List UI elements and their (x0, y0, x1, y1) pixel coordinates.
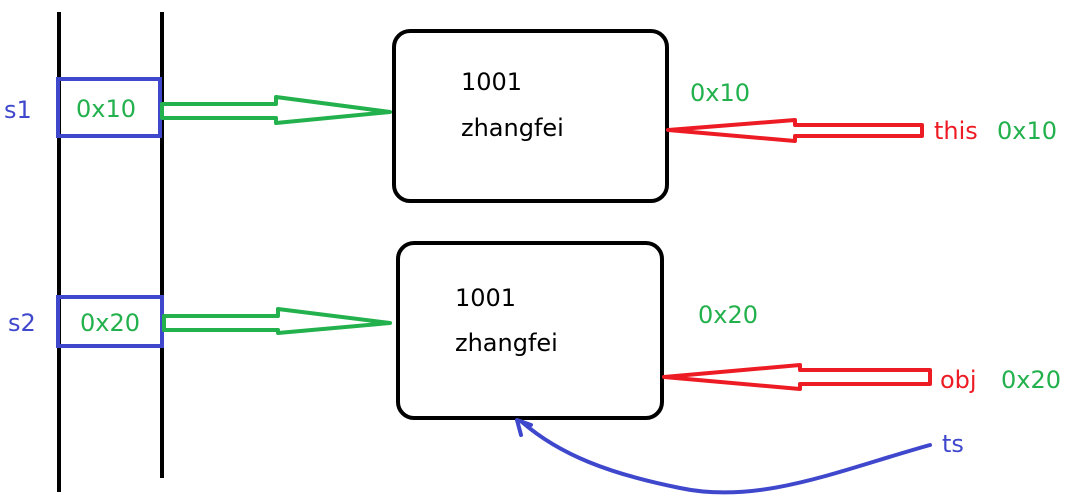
reference-ts-name: ts (942, 430, 964, 458)
stack-slot-s2-address: 0x20 (80, 309, 140, 337)
object-1-address: 0x10 (690, 79, 750, 107)
blue-curve-ts-head (515, 418, 533, 437)
heap-object-1 (392, 29, 669, 203)
reference-this-name: this (934, 117, 978, 145)
green-arrow-s2 (162, 307, 392, 335)
stack-var-s1: s1 (4, 96, 32, 124)
heap-object-2 (396, 241, 664, 420)
blue-curve-ts (520, 420, 932, 495)
object-1-id: 1001 (461, 68, 522, 96)
object-2-name: zhangfei (455, 329, 558, 357)
object-2-id: 1001 (455, 284, 516, 312)
red-arrow-this (666, 118, 924, 143)
stack-slot-s1-address: 0x10 (76, 95, 136, 123)
object-1-name: zhangfei (461, 114, 564, 142)
reference-this-address: 0x10 (997, 117, 1057, 145)
object-2-address: 0x20 (698, 301, 758, 329)
reference-obj-address: 0x20 (1001, 366, 1061, 394)
red-arrow-obj (662, 363, 932, 391)
reference-obj-name: obj (940, 366, 977, 394)
green-arrow-s1 (160, 95, 392, 125)
stack-var-s2: s2 (8, 309, 36, 337)
